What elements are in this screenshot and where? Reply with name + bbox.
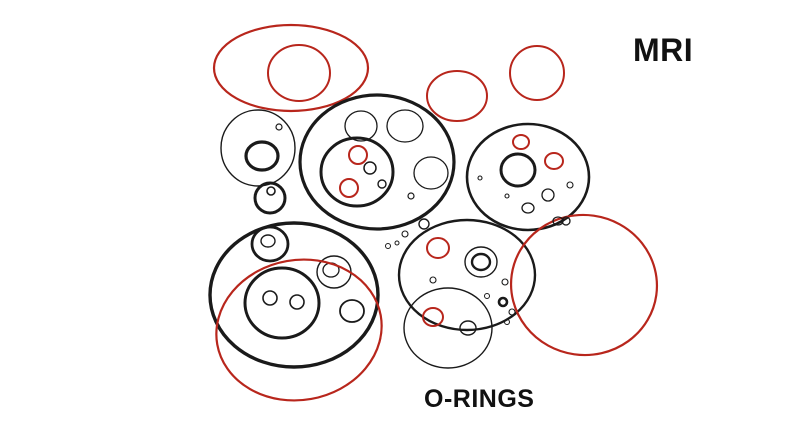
black-ring	[377, 179, 387, 189]
black-ring	[386, 109, 424, 143]
red-ring	[426, 237, 450, 259]
ring-group-right-red	[509, 213, 659, 357]
black-ring	[499, 152, 537, 188]
black-ring	[429, 276, 437, 284]
red-ring	[544, 152, 564, 170]
ring-group-left-small	[220, 109, 296, 215]
brand-logo-text: MRI	[633, 32, 694, 68]
black-ring	[477, 175, 483, 181]
black-ring	[363, 161, 377, 175]
black-ring	[418, 218, 430, 230]
black-ring	[385, 243, 391, 249]
black-ring	[275, 123, 283, 131]
black-ring	[413, 156, 449, 190]
black-ring	[459, 320, 477, 336]
black-ring	[397, 218, 537, 332]
black-ring	[339, 299, 365, 323]
black-ring	[541, 188, 555, 202]
black-ring	[552, 216, 564, 226]
black-ring	[508, 308, 516, 316]
black-ring	[407, 192, 415, 200]
ring-group-right-top	[465, 122, 591, 232]
black-ring	[250, 225, 290, 263]
black-ring	[521, 202, 535, 214]
black-ring	[465, 122, 591, 232]
black-ring	[501, 278, 509, 286]
ring-group-bottom-center	[397, 218, 537, 369]
red-ring	[509, 213, 659, 357]
black-ring	[566, 181, 574, 189]
red-ring	[267, 44, 331, 102]
black-ring	[504, 319, 510, 325]
red-ring	[509, 45, 565, 101]
red-ring	[215, 258, 383, 402]
ring-group-top-left	[212, 23, 370, 113]
black-ring	[319, 136, 395, 208]
black-ring	[464, 246, 498, 278]
black-ring	[220, 109, 296, 187]
red-ring	[339, 178, 359, 198]
black-ring	[344, 110, 378, 142]
ring-group-bottom-left	[208, 221, 383, 402]
red-ring	[212, 23, 370, 113]
black-ring	[394, 240, 400, 246]
ring-group-center-top	[298, 93, 456, 231]
black-ring	[470, 252, 492, 272]
red-ring	[426, 70, 488, 122]
red-ring	[348, 145, 368, 165]
black-ring	[244, 140, 280, 172]
red-ring	[512, 134, 530, 150]
black-ring	[253, 181, 287, 215]
ring-group-scatter	[385, 218, 430, 249]
black-ring	[262, 290, 278, 306]
black-ring	[289, 294, 305, 310]
black-ring	[260, 234, 276, 248]
black-ring	[243, 266, 321, 340]
product-caption: O-RINGS	[424, 385, 535, 413]
black-ring	[504, 193, 510, 199]
black-ring	[497, 296, 509, 308]
black-ring	[298, 93, 456, 231]
black-ring	[484, 293, 490, 299]
black-ring	[401, 230, 409, 238]
black-ring	[403, 287, 493, 369]
black-ring	[208, 221, 380, 369]
red-ring	[422, 307, 444, 327]
black-ring	[561, 216, 571, 226]
black-ring	[266, 186, 276, 196]
